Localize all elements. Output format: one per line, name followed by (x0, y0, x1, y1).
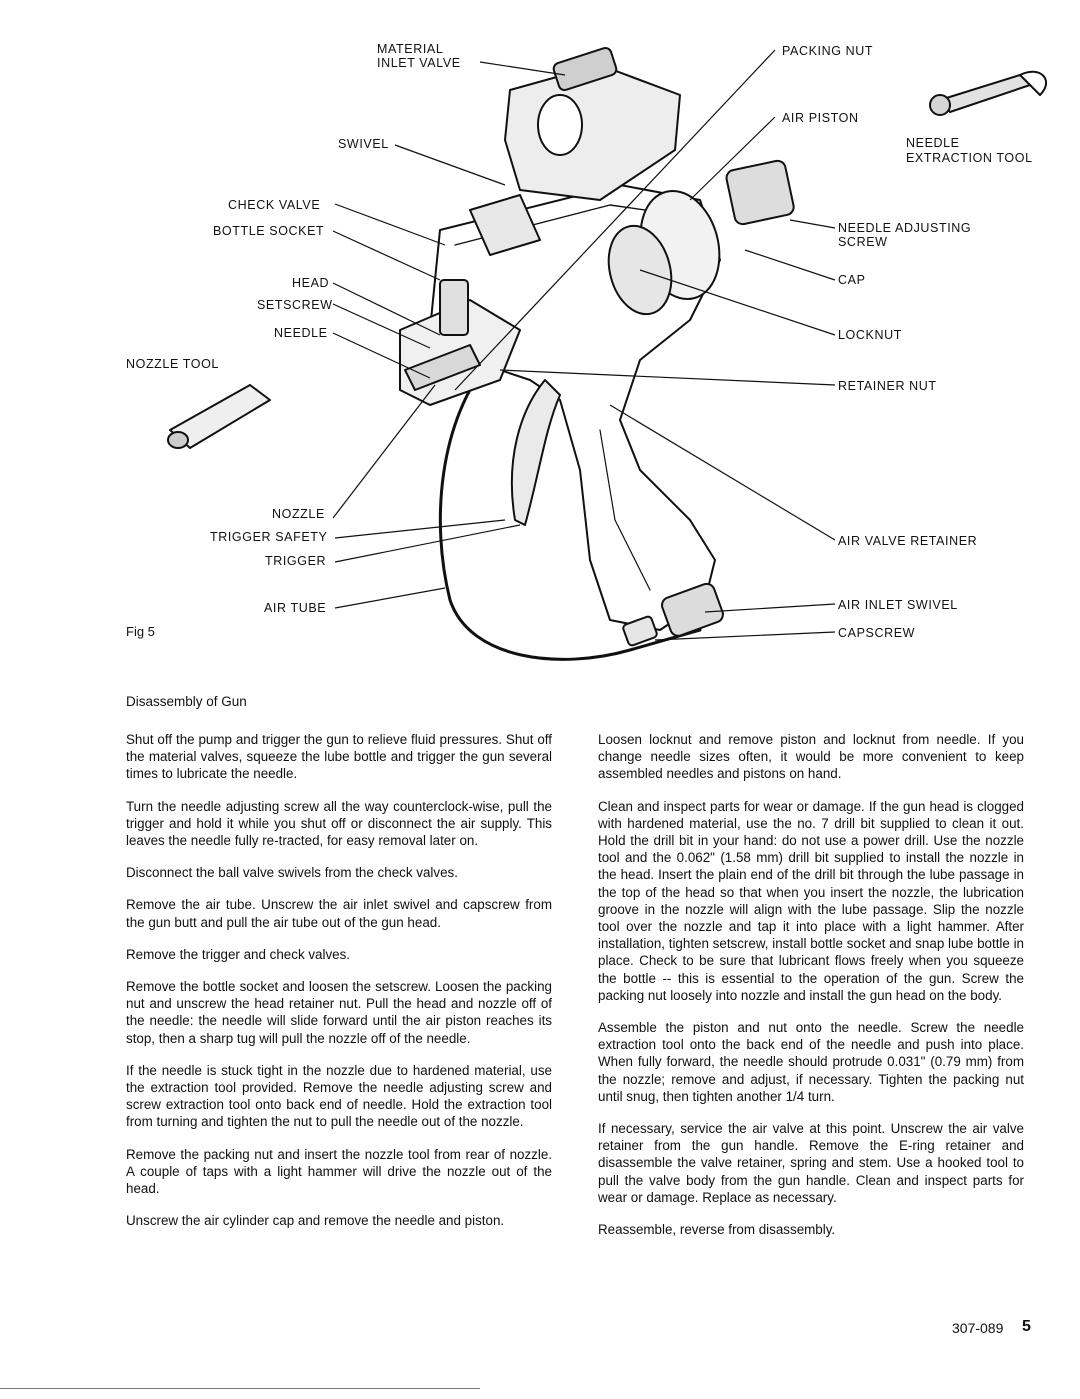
leader-packing-nut (454, 49, 776, 391)
exploded-gun-figure: MATERIAL INLET VALVE SWIVEL CHECK VALVE … (0, 0, 1080, 690)
label-extraction-tool: EXTRACTION TOOL (906, 151, 1033, 165)
leader-air-inlet-swivel (704, 603, 836, 613)
leader-retainer-nut (499, 369, 836, 386)
label-trigger-safety: TRIGGER SAFETY (210, 530, 328, 544)
paragraph: Reassemble, reverse from disassembly. (598, 1222, 836, 1238)
label-bottle-socket: BOTTLE SOCKET (213, 224, 325, 238)
leader-locknut (639, 269, 836, 336)
label-locknut: LOCKNUT (838, 328, 902, 342)
paragraph: Unscrew the air cylinder cap and remove … (126, 1213, 505, 1229)
label-capscrew: CAPSCREW (838, 626, 916, 640)
paragraph: Remove the bottle socket and loosen the … (126, 979, 552, 1046)
leader-bottle-socket (332, 230, 441, 281)
label-head: HEAD (292, 276, 330, 290)
label-needle-extraction: NEEDLE (906, 136, 960, 150)
label-air-inlet-swivel: AIR INLET SWIVEL (838, 598, 958, 612)
leader-setscrew (332, 303, 431, 349)
label-needle: NEEDLE (274, 326, 328, 340)
paragraph: If the needle is stuck tight in the nozz… (126, 1062, 552, 1130)
section-heading: Disassembly of Gun (126, 694, 247, 709)
paragraph: Clean and inspect parts for wear or dama… (598, 798, 1024, 1003)
leader-trigger-safety (334, 519, 506, 539)
left-column: Shut off the pump and trigger the gun to… (126, 731, 552, 1244)
label-screw: SCREW (838, 235, 888, 249)
air-tube-shape (438, 358, 702, 661)
paragraph: Remove the trigger and check valves. (126, 946, 351, 962)
label-air-tube: AIR TUBE (264, 601, 327, 615)
material-valve-shape (504, 64, 681, 201)
leader-air-piston (689, 116, 776, 201)
paragraph: Loosen locknut and remove piston and loc… (598, 732, 1024, 782)
label-retainer-nut: RETAINER NUT (838, 379, 937, 393)
extraction-tool-shape (939, 74, 1031, 113)
paragraph: Shut off the pump and trigger the gun to… (126, 732, 552, 782)
leader-capscrew (654, 631, 836, 641)
label-cap: CAP (838, 273, 866, 287)
page-number: 5 (1022, 1318, 1031, 1335)
label-packing-nut: PACKING NUT (782, 44, 874, 58)
label-inlet-valve: INLET VALVE (377, 56, 461, 70)
label-air-piston: AIR PISTON (782, 111, 859, 125)
label-nozzle: NOZZLE (272, 507, 325, 521)
leader-check-valve (334, 203, 446, 246)
label-air-valve-retainer: AIR VALVE RETAINER (838, 534, 978, 548)
leader-material-inlet-valve (479, 61, 566, 76)
paragraph: If necessary, service the air valve at t… (598, 1121, 1024, 1205)
leader-swivel (394, 144, 506, 186)
leader-air-valve-retainer (609, 404, 836, 541)
spray-gun-drawing (167, 46, 1047, 661)
footer-rule (0, 1388, 480, 1389)
paragraph: Turn the needle adjusting screw all the … (126, 798, 552, 849)
leader-head (332, 282, 441, 336)
leader-needle (332, 332, 431, 379)
leader-air-tube (334, 587, 446, 609)
trigger-shape (510, 379, 561, 526)
leader-cap (744, 249, 836, 281)
label-swivel: SWIVEL (338, 137, 389, 151)
label-check-valve: CHECK VALVE (228, 198, 321, 212)
paragraph: Remove the air tube. Unscrew the air inl… (126, 897, 552, 930)
leader-trigger (334, 524, 521, 563)
label-trigger: TRIGGER (265, 554, 327, 568)
leader-nozzle (332, 384, 436, 519)
label-material: MATERIAL (377, 42, 444, 56)
figure-caption: Fig 5 (126, 624, 155, 639)
label-setscrew: SETSCREW (257, 298, 333, 312)
paragraph: Assemble the piston and nut onto the nee… (598, 1020, 1024, 1104)
paragraph: Remove the packing nut and insert the no… (126, 1146, 552, 1197)
label-needle-adjusting: NEEDLE ADJUSTING (838, 221, 972, 235)
leader-needle-adjusting-screw (789, 219, 836, 229)
paragraph: Disconnect the ball valve swivels from t… (126, 865, 458, 881)
adjusting-screw-shape (725, 159, 795, 226)
document-number: 307-089 (952, 1320, 1004, 1336)
right-column: Loosen locknut and remove piston and loc… (598, 731, 1024, 1253)
label-nozzle-tool: NOZZLE TOOL (126, 357, 219, 371)
